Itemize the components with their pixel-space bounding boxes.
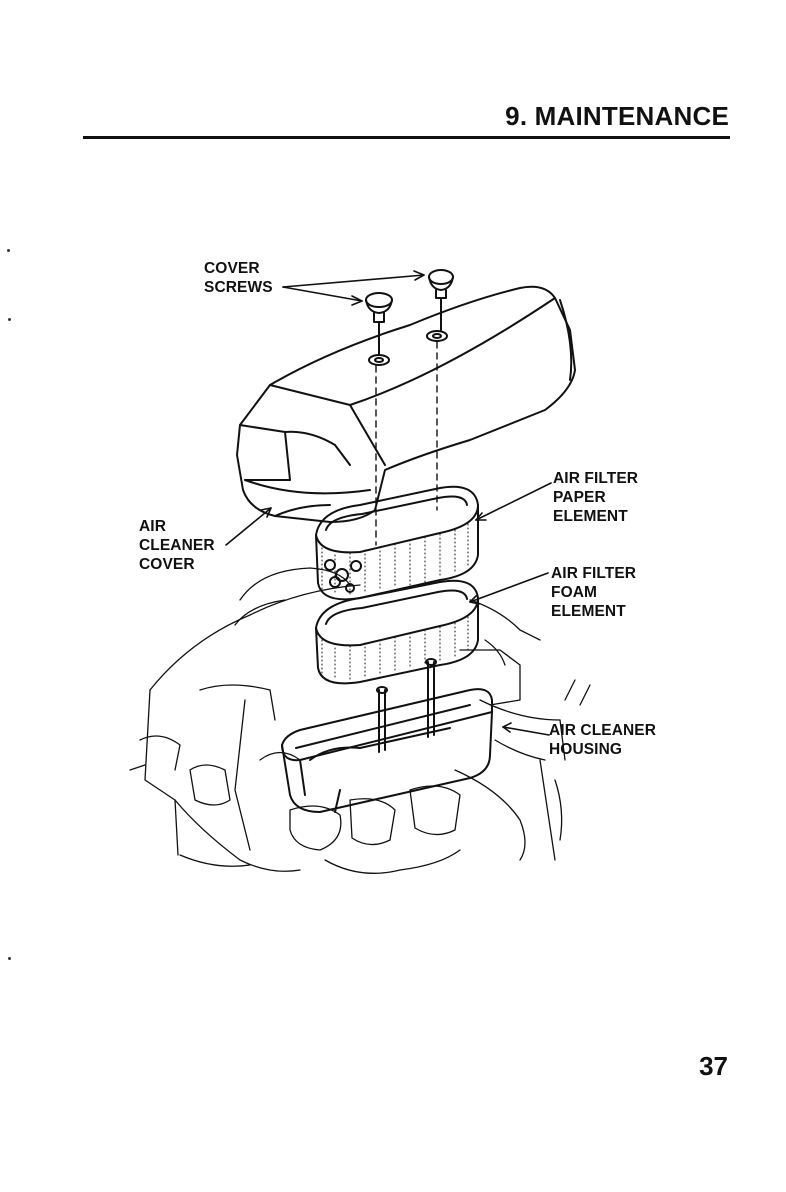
scan-speck <box>7 249 10 252</box>
label-foam-element: AIR FILTER FOAM ELEMENT <box>551 564 636 621</box>
foam-element <box>316 581 478 684</box>
engine-body <box>130 568 590 873</box>
cover-screws <box>366 270 453 365</box>
page-number: 37 <box>699 1051 728 1082</box>
air-cleaner-housing <box>282 659 492 812</box>
label-paper-element: AIR FILTER PAPER ELEMENT <box>553 469 638 526</box>
paper-element <box>316 487 478 600</box>
label-air-cleaner-cover: AIR CLEANER COVER <box>139 517 215 574</box>
scan-speck <box>8 318 11 321</box>
scan-speck <box>8 957 11 960</box>
label-cover-screws: COVER SCREWS <box>204 259 273 297</box>
leader-lines <box>226 271 551 735</box>
air-cleaner-cover <box>237 287 575 522</box>
label-air-cleaner-housing: AIR CLEANER HOUSING <box>549 721 656 759</box>
